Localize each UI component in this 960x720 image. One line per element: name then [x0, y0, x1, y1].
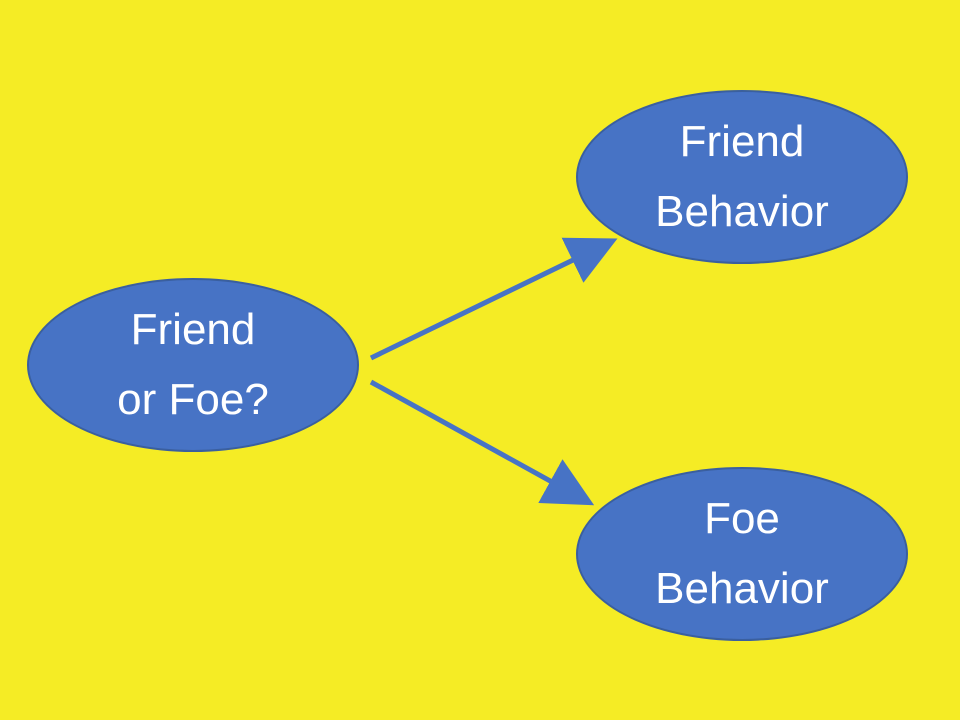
node-foe-behavior-line-2: Behavior — [655, 564, 829, 613]
arrow-to-foe-behavior — [369, 379, 595, 506]
node-friend-behavior-line-2: Behavior — [655, 187, 829, 236]
node-friend-or-foe: Friend or Foe? — [27, 278, 359, 452]
arrow-to-friend-behavior — [369, 237, 618, 361]
node-friend-behavior: Friend Behavior — [576, 90, 908, 264]
node-friend-behavior-line-1: Friend — [679, 117, 805, 166]
node-friend-or-foe-line-2: or Foe? — [117, 375, 269, 424]
node-foe-behavior: Foe Behavior — [576, 467, 908, 641]
node-friend-or-foe-line-1: Friend — [130, 305, 256, 354]
node-foe-behavior-line-1: Foe — [704, 494, 780, 543]
